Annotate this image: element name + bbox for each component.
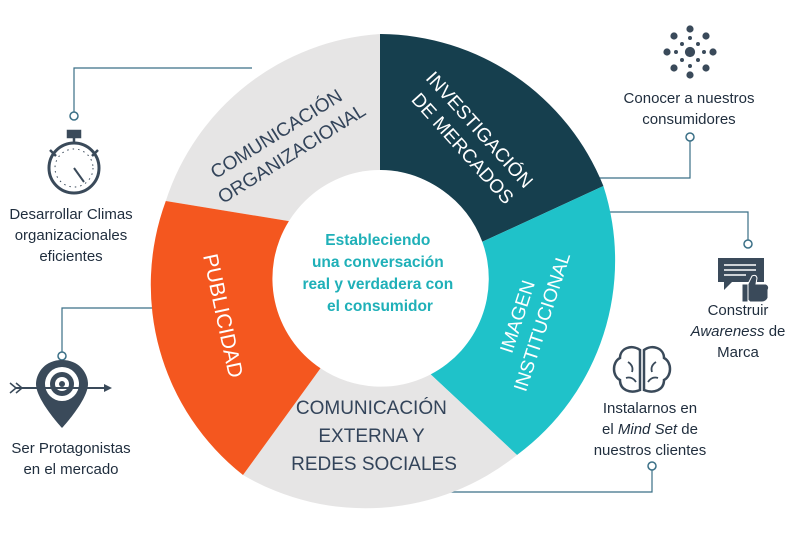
callout-protagonistas: Ser Protagonistas en el mercado <box>11 440 131 478</box>
segment-comunicacion-externa <box>243 368 517 509</box>
segment-imagen-institucional <box>430 186 616 455</box>
connector-awareness <box>585 211 749 240</box>
segment-comunicacion-organizacional <box>165 34 380 222</box>
connector-dot-consumidores <box>685 132 695 142</box>
connector-dot-mindset <box>647 461 657 471</box>
connector-dot-protagonistas <box>57 351 67 361</box>
callout-mindset: Instalarnos en el Mind Set de nuestros c… <box>593 400 707 459</box>
connector-climas <box>73 67 252 112</box>
stopwatch-icon <box>47 129 101 195</box>
connector-dot-awareness <box>743 239 753 249</box>
target-pin-icon <box>9 360 112 428</box>
feedback-thumbs-up-icon <box>718 258 770 303</box>
label-comunicacion-externa: COMUNICACIÓN EXTERNA Y REDES SOCIALES <box>291 397 457 475</box>
callout-awareness: Construir Awareness de Marca <box>690 302 786 361</box>
connector-mindset <box>418 470 653 493</box>
network-icon <box>663 25 717 79</box>
connector-protagonistas <box>61 307 158 352</box>
connector-dot-climas <box>69 111 79 121</box>
brain-icon <box>612 346 672 393</box>
callout-consumidores: Conocer a nuestros consumidores <box>623 90 755 128</box>
center-text: Estableciendo una conversación real y ve… <box>302 232 457 315</box>
center-circle <box>274 170 486 382</box>
segment-publicidad <box>150 201 321 475</box>
callout-climas: Desarrollar Climas organizacionales efic… <box>9 206 133 265</box>
segment-investigacion-mercados <box>380 34 604 242</box>
